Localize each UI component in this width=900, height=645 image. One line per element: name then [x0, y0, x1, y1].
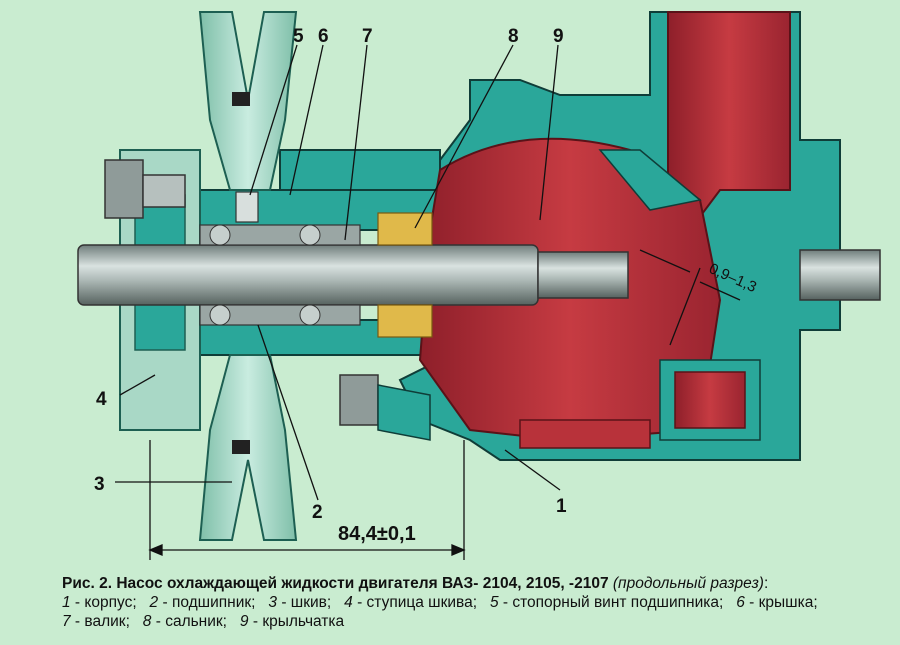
- legend-num-4: 4: [344, 594, 353, 611]
- label-3: 3: [94, 474, 105, 495]
- label-7: 7: [362, 26, 373, 47]
- legend-text-1: - корпус;: [70, 594, 137, 611]
- legend-text-3: - шкив;: [277, 594, 332, 611]
- dimension-main: [148, 440, 466, 560]
- label-2: 2: [312, 502, 323, 523]
- label-9: 9: [553, 26, 564, 47]
- legend-num-9: 9: [239, 613, 249, 630]
- legend-num-1: 1: [62, 594, 71, 611]
- caption-title: Рис. 2. Насос охлаждающей жидкости двига…: [62, 575, 609, 592]
- legend-text-8: - сальник;: [151, 613, 227, 630]
- oil-seal: [377, 212, 433, 338]
- caption-note: (продольный разрез): [612, 575, 764, 592]
- legend-num-5: 5: [489, 594, 499, 611]
- bearing-set-screw: [235, 191, 259, 223]
- caption-legend-line-3: 7 - валик; 8 - сальник; 9 - крыльчатка: [62, 612, 892, 631]
- pulley: [198, 11, 298, 541]
- legend-num-2: 2: [149, 594, 159, 611]
- caption-line-1: Рис. 2. Насос охлаждающей жидкости двига…: [62, 575, 769, 592]
- legend-text-6: - крышка;: [744, 594, 818, 611]
- dimension-main-value: 84,4±0,1: [338, 523, 416, 545]
- legend-text-4: - ступица шкива;: [352, 594, 478, 611]
- bolt-bottom: [339, 374, 431, 441]
- legend-num-8: 8: [142, 613, 152, 630]
- legend-text-2: - подшипник;: [158, 594, 256, 611]
- shaft: [77, 244, 881, 306]
- leader-lines: [115, 44, 561, 501]
- dimension-gap: [639, 249, 741, 346]
- legend-num-3: 3: [268, 594, 278, 611]
- legend-text-9: - крыльчатка: [248, 613, 345, 630]
- legend-num-6: 6: [736, 594, 745, 611]
- caption-legend-line-2: 1 - корпус; 2 - подшипник; 3 - шкив; 4 -…: [62, 593, 892, 612]
- label-6: 6: [318, 26, 329, 47]
- legend-num-7: 7: [62, 613, 71, 630]
- bolt-top: [104, 159, 186, 219]
- label-8: 8: [508, 26, 519, 47]
- bearing: [199, 224, 361, 326]
- label-1: 1: [556, 496, 567, 517]
- legend-text-5: - стопорный винт подшипника;: [498, 594, 724, 611]
- figure-caption: Рис. 2. Насос охлаждающей жидкости двига…: [62, 574, 892, 631]
- water-pump-cross-section: 5 6 7 8 9 4 3 2 1 84,4±0,1 0,9–1,3: [77, 11, 881, 560]
- label-5: 5: [293, 26, 304, 47]
- legend-text-7: - валик;: [70, 613, 130, 630]
- label-4: 4: [96, 389, 107, 410]
